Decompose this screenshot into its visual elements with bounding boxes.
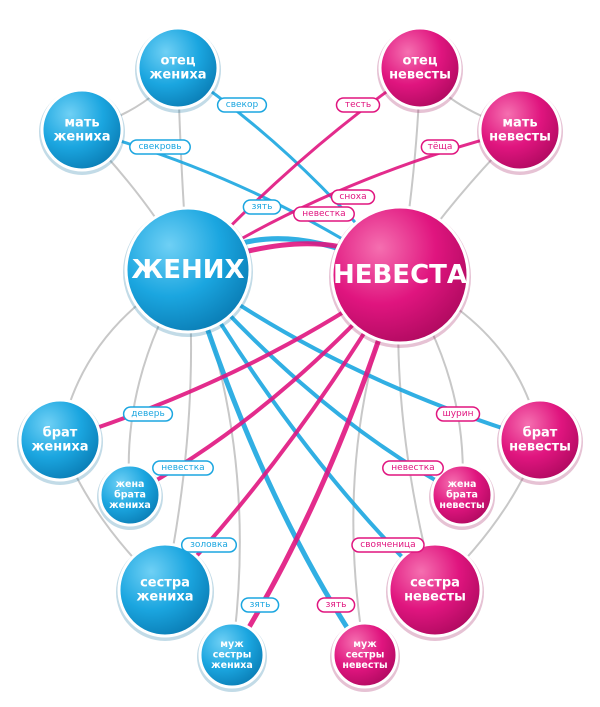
node-label-brother-groom: брат: [43, 425, 78, 440]
node-label-father-bride: отец: [403, 53, 438, 68]
relation-label-text: невестка: [161, 463, 204, 473]
relation-label-text: зять: [252, 202, 273, 212]
node-label-father-groom: жениха: [149, 68, 206, 83]
node-label-sister-husband-groom: муж: [220, 639, 244, 650]
node-groom: ЖЕНИХ: [123, 206, 253, 337]
node-label-brother-groom: жениха: [31, 440, 88, 455]
relation-label-text: золовка: [190, 540, 228, 550]
node-label-bride: НЕВЕСТА: [333, 260, 467, 290]
relation-label-nevestka-top: невестка: [293, 206, 355, 222]
relation-label-test: тесть: [335, 97, 381, 113]
node-label-brother-wife-bride: невесты: [439, 500, 484, 511]
node-label-brother-bride: брат: [523, 425, 558, 440]
relation-label-zyat-right: зять: [316, 597, 356, 613]
relation-label-text: тесть: [345, 100, 371, 110]
node-label-brother-wife-groom: жена: [116, 479, 145, 490]
node-label-sister-bride: сестра: [410, 575, 460, 590]
node-label-sister-groom: жениха: [136, 590, 193, 605]
relation-label-text: шурин: [442, 409, 473, 419]
relation-label-text: свекровь: [138, 142, 181, 152]
relation-label-svekrov: свекровь: [129, 139, 191, 155]
node-label-mother-groom: жениха: [53, 130, 110, 145]
relation-label-text: деверь: [131, 409, 165, 419]
node-label-sister-husband-groom: сестры: [213, 650, 252, 661]
relation-label-text: зять: [250, 600, 271, 610]
node-label-sister-groom: сестра: [140, 575, 190, 590]
node-label-sister-husband-groom: жениха: [211, 660, 253, 671]
relation-label-zyat-top: зять: [242, 199, 282, 215]
node-label-father-bride: невесты: [389, 68, 451, 83]
relation-label-svoyachenitsa: свояченица: [351, 537, 425, 553]
relation-label-svekor: свекор: [216, 97, 268, 113]
relation-label-text: сноха: [339, 192, 366, 202]
node-label-sister-bride: невесты: [404, 590, 466, 605]
relation-label-text: свояченица: [360, 540, 415, 550]
node-label-sister-husband-bride: сестры: [346, 650, 385, 661]
relation-label-text: невестка: [391, 463, 434, 473]
relation-labels: свекор свекровь тесть тёща зять сноха невестка…: [122, 97, 481, 613]
node-bride: НЕВЕСТА: [329, 205, 471, 348]
node-label-brother-wife-groom: брата: [114, 490, 146, 501]
node-label-brother-bride: невесты: [509, 440, 571, 455]
node-label-mother-bride: невесты: [489, 130, 551, 145]
relation-label-shurin: шурин: [435, 406, 481, 422]
node-label-brother-wife-bride: брата: [446, 490, 478, 501]
relation-label-tescha: тёща: [420, 139, 460, 155]
relation-label-text: зять: [326, 600, 347, 610]
relation-label-zolovka: золовка: [180, 537, 238, 553]
relation-label-text: свекор: [226, 100, 259, 110]
relation-label-nevestka-left: невестка: [152, 460, 214, 476]
relation-label-dever: деверь: [122, 406, 174, 422]
node-label-sister-husband-bride: невесты: [342, 660, 387, 671]
node-label-sister-husband-bride: муж: [353, 639, 377, 650]
relation-label-text: тёща: [428, 142, 453, 152]
relation-label-nevestka-right: невестка: [382, 460, 444, 476]
node-label-brother-wife-groom: жениха: [109, 500, 151, 511]
node-label-father-groom: отец: [161, 53, 196, 68]
node-label-mother-groom: мать: [64, 115, 99, 130]
relation-label-zyat-left: зять: [240, 597, 280, 613]
node-label-brother-wife-bride: жена: [448, 479, 477, 490]
relation-label-text: невестка: [302, 209, 345, 219]
node-label-groom: ЖЕНИХ: [131, 255, 244, 285]
node-label-mother-bride: мать: [502, 115, 537, 130]
relation-label-snokha: сноха: [330, 189, 376, 205]
